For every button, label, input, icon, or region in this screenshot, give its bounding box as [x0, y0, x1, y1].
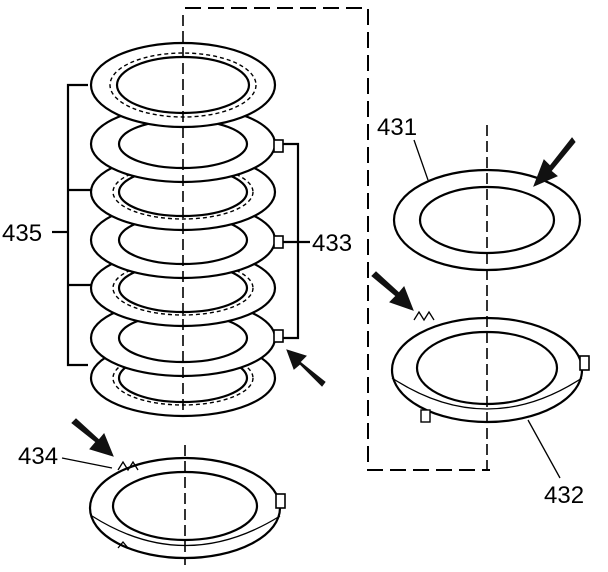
leader-line: [413, 139, 429, 181]
label-steels: 433: [312, 230, 352, 257]
backing-plate: [88, 445, 286, 565]
friction-bracket: [52, 83, 92, 367]
clutch-pack-stack: [89, 15, 284, 418]
apply-plate: [390, 300, 590, 470]
label-frictions: 435: [2, 220, 42, 247]
leader-line: [527, 419, 561, 479]
label-top-plate: 431: [377, 114, 417, 141]
arrow-icon: [286, 349, 326, 387]
pressure-plate: [392, 125, 582, 300]
steel-bracket: [283, 142, 310, 340]
arrow-icon: [71, 418, 114, 457]
label-backing-plate: 434: [18, 443, 58, 470]
dashed-connector: [185, 7, 490, 471]
arrow-icon: [371, 271, 414, 311]
label-bottom-plate: 432: [544, 482, 584, 509]
arrow-icon: [533, 137, 576, 187]
leader-line: [61, 457, 113, 469]
